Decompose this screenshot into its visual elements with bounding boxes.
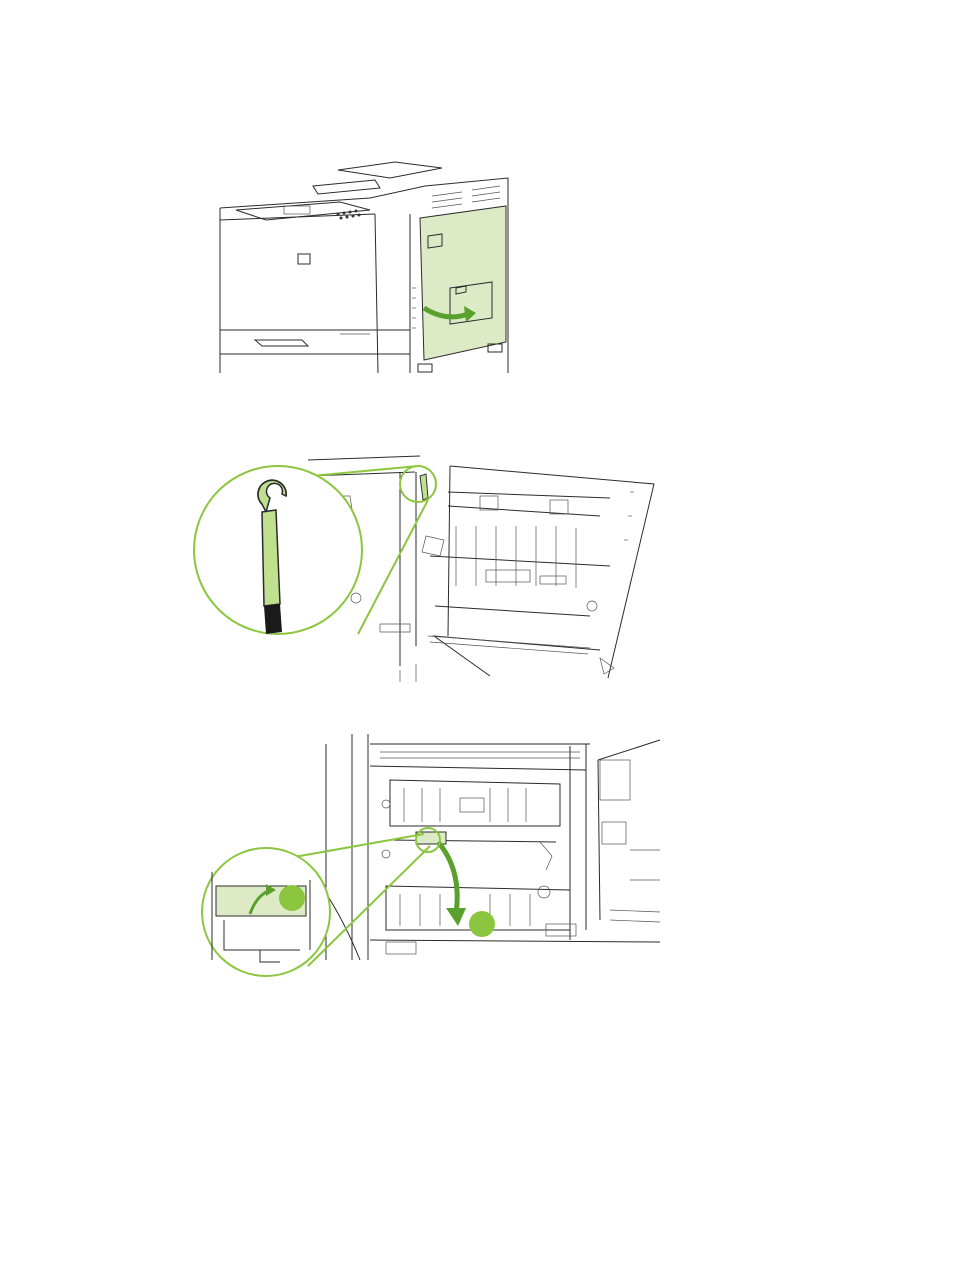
- tool-drawing: [190, 436, 660, 682]
- callout-marker-1: [279, 885, 305, 911]
- callout-marker-2: [469, 911, 495, 937]
- printer-drawing: [210, 158, 520, 384]
- printer-right-door-open-illustration: [210, 158, 520, 384]
- jam-removal-tool-illustration: [190, 436, 660, 682]
- transfer-drawing: [190, 730, 664, 980]
- transfer-area-access-illustration: [190, 730, 664, 980]
